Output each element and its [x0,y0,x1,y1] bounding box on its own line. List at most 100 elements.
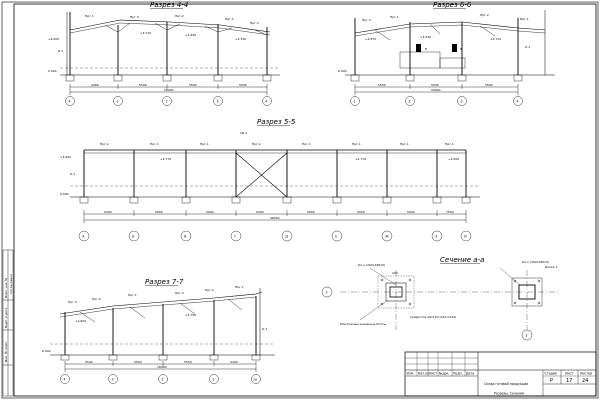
tb-sheets-value: 24 [582,378,588,384]
s44-axis-5: 4 [266,100,268,104]
s66-label-6: +3.530 [420,35,431,39]
s55-dim-8: 7500 [446,210,454,214]
s44-axis-2: 1 [117,100,119,104]
s77-label-6: Прг-1 [235,285,244,289]
saa-axis-2: 2 [526,334,528,338]
tb-stage-header: Стадия [545,372,557,376]
s77-label-5: Прг-2 [205,288,214,292]
s66-label-8: К-1 [525,45,530,49]
saa-label-3: Ко-1 (200х180х5) [522,260,549,264]
s44-label-1: Прг-1 [85,14,94,18]
s44-label-5: Прг-3 [250,21,259,25]
s55-elev-left: +3.000 [60,155,71,159]
s55-dim-7: 5000 [407,210,415,214]
s44-axis-4: 3 [217,100,219,104]
s77-dim-1: 5500 [85,360,93,364]
s44-dim-3: 5500 [189,83,197,87]
s55-dim-total: 46500 [270,216,280,220]
s77-dim-2: 5500 [134,360,142,364]
s77-axis-3: 2 [162,378,164,382]
s44-dim-4: 5500 [239,83,247,87]
s77-label-3: Прг-1 [128,293,137,297]
side-stamp-4: Согласовано [9,274,13,294]
tb-sheet-value: 17 [566,378,572,384]
s55-label-8: Прг-1 [445,142,454,146]
s55-label-9: К-1 [70,172,75,176]
s66-label-4: Прг-1 [520,17,529,21]
s55-dim-4: 5000 [256,210,264,214]
tb-header-6: Дата [466,372,474,376]
s55-label-1: Прг-1 [100,142,109,146]
s77-label-4: Прг-3 [175,291,184,295]
s66-axis-2: 2 [409,100,411,104]
s66-axis-1: 1 [354,100,356,104]
s44-label-8: +3.440 [185,33,196,37]
tb-header-3: Лист [429,372,437,376]
section-4-4-title: Разрез 4-4 [150,1,188,9]
saa-axis-1: 3 [326,291,328,295]
s66-axis-4: 4 [517,100,519,104]
section-4-4: Разрез 4-4 4400 5500 5500 5500 [48,1,280,106]
s77-label-9: К-1 [262,327,267,331]
s55-axis-4: Г [234,235,236,239]
s55-axis-8: З [435,235,437,239]
saa-label-5: отверстия 20х100 (S16 С245) [410,315,456,319]
s55-label-2: Прг-1 [150,142,159,146]
s66-axis-3: 3 [461,100,463,104]
s55-label-6: Прг-1 [352,142,361,146]
s55-axis-1: А [82,235,85,239]
s66-label-1: Прг-3 [362,18,371,22]
s66-dim-2: 5500 [431,83,439,87]
s44-label-4: Прг-1 [225,17,234,21]
s55-label-12: +2.770 [355,157,366,161]
s66-dim-1: 5500 [378,83,386,87]
tb-header-4: №док. [439,372,449,376]
s44-label-6: К-1 [58,49,63,53]
side-stamp-3: Инв. № подл. [4,341,8,362]
section-7-7: Разрез 7-7 5500 5500 5500 4400 18000 4 3… [42,278,275,384]
section-6-6: Разрез 6-6 5500 5500 5500 18000 1 2 3 4 … [338,1,555,106]
s44-dim-total: 18000 [164,88,174,92]
s55-axis-7: Ж [385,235,389,239]
s77-axis-1: 4 [64,378,66,382]
tb-sheet-name: Разрезы. Сечения [494,392,524,396]
s66-label-9: а [425,47,427,51]
s77-label-1: Прг-3 [68,300,77,304]
section-a-a-title: Сечение а-а [440,256,484,264]
s66-label-2: Прг-1 [390,15,399,19]
saa-label-2: Балка 1 [545,265,557,269]
tb-sheets-header: Листов [580,372,592,376]
s55-label-4: Прг-1 [252,142,261,146]
s44-dim-1: 4400 [91,83,99,87]
title-block: Изм. Кол.уч Лист №док. Подп. Дата Стадия… [404,351,597,397]
section-6-6-title: Разрез 6-6 [433,1,472,9]
s66-elev-floor: 0.000 [338,69,347,73]
s55-elev-floor: 0.000 [60,192,69,196]
s55-label-5: Прг-1 [302,142,311,146]
s77-dim-4: 4400 [230,360,238,364]
s55-label-11: +2.770 [160,157,171,161]
section-5-5-title: Разрез 5-5 [257,118,296,126]
s77-axis-4: 1 [213,378,215,382]
s44-elev-left: +4.000 [48,37,59,41]
s55-dim-1: 5000 [104,210,112,214]
tb-stage-value: Р [550,378,553,384]
s44-axis-1: 4 [69,100,71,104]
s66-label-7: +3.710 [490,37,501,41]
s44-label-9: +3.330 [235,37,246,41]
drawing-border [13,3,597,397]
section-5-5: Разрез 5-5 [60,118,480,242]
s77-dim-3: 5500 [184,360,192,364]
section-a-a: Сечение а-а 3 2 Ко-1 (200х180х5) Балка 1… [321,256,560,341]
s55-axis-9: И [464,235,467,239]
s44-axis-3: 2 [166,100,168,104]
s55-axis-5: Д [285,235,288,239]
saa-label-6: 220 [392,271,398,275]
s77-axis-2: 3 [112,378,114,382]
saa-label-1: Ко-1 (200х180х5) [358,263,385,267]
s55-label-10: СВ-1 [240,131,247,135]
s55-dim-6: 5000 [357,210,365,214]
tb-header-5: Подп. [453,372,463,376]
